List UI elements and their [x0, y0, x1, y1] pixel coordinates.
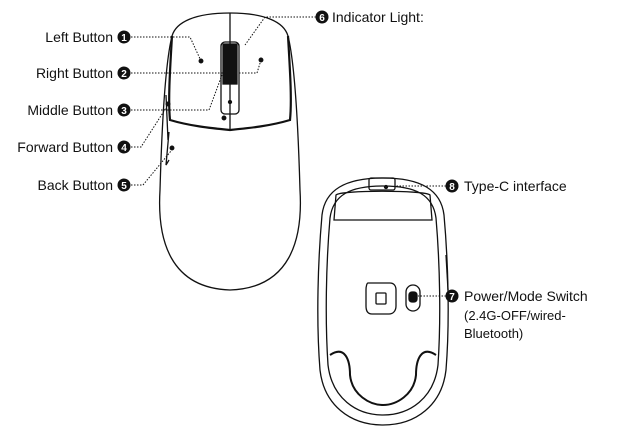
- mouse-bottom-view: [317, 177, 449, 426]
- svg-text:8: 8: [449, 182, 455, 193]
- marker-3: 3: [117, 103, 131, 117]
- marker-8: 8: [445, 179, 459, 193]
- marker-2: 2: [117, 66, 131, 80]
- label-left-button: Left Button: [45, 29, 113, 45]
- svg-text:6: 6: [319, 13, 325, 24]
- marker-7: 7: [445, 289, 459, 303]
- mouse-top-view: [158, 12, 302, 291]
- marker-4: 4: [117, 140, 131, 154]
- label-indicator-light: Indicator Light:: [332, 9, 424, 25]
- label-right-button: Right Button: [35, 65, 113, 81]
- label-middle-button: Middle Button: [27, 102, 113, 118]
- label-back-button: Back Button: [37, 177, 114, 193]
- marker-6: 6: [315, 10, 329, 24]
- label-power-switch-detail-1: (2.4G-OFF/wired-: [464, 308, 566, 323]
- marker-1: 1: [117, 30, 131, 44]
- number-markers: 1 2 3 4 5 6 7 8: [117, 10, 459, 303]
- marker-5: 5: [117, 178, 131, 192]
- svg-text:2: 2: [121, 69, 127, 80]
- scroll-wheel: [222, 43, 238, 85]
- leader-lines: [131, 16, 446, 297]
- label-type-c: Type-C interface: [464, 178, 567, 194]
- label-power-switch-detail-2: Bluetooth): [464, 326, 524, 341]
- label-power-switch: Power/Mode Switch: [464, 288, 588, 304]
- svg-text:1: 1: [121, 33, 127, 44]
- label-forward-button: Forward Button: [17, 139, 113, 155]
- svg-text:3: 3: [121, 106, 127, 117]
- svg-text:5: 5: [121, 181, 127, 192]
- svg-text:4: 4: [121, 143, 127, 154]
- svg-text:7: 7: [449, 292, 455, 303]
